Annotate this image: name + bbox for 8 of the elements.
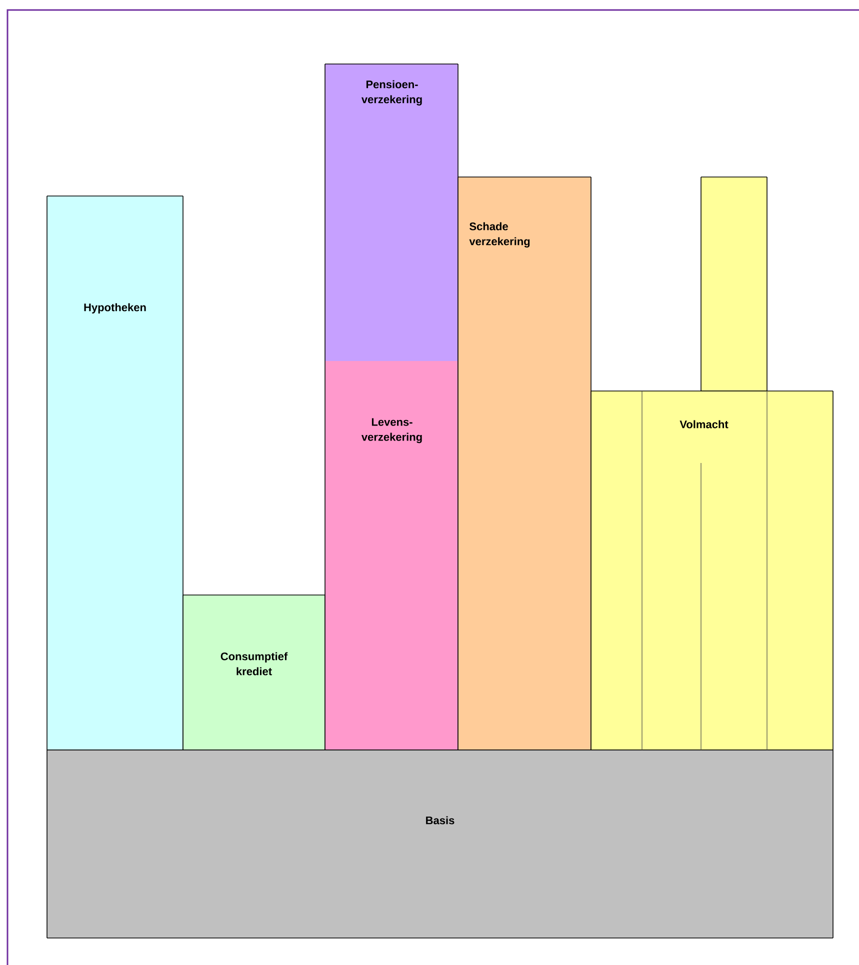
bar: Consumptief krediet [182, 594, 326, 750]
bar [700, 176, 768, 392]
bar: Volmacht [590, 390, 834, 750]
bar: Hypotheken [46, 196, 184, 750]
bar: Pensioen- verzekering [324, 64, 458, 362]
bar: Levens- verzekering [324, 360, 458, 750]
basis-block: Basis [46, 750, 834, 938]
bar: Schade verzekering [458, 176, 592, 750]
